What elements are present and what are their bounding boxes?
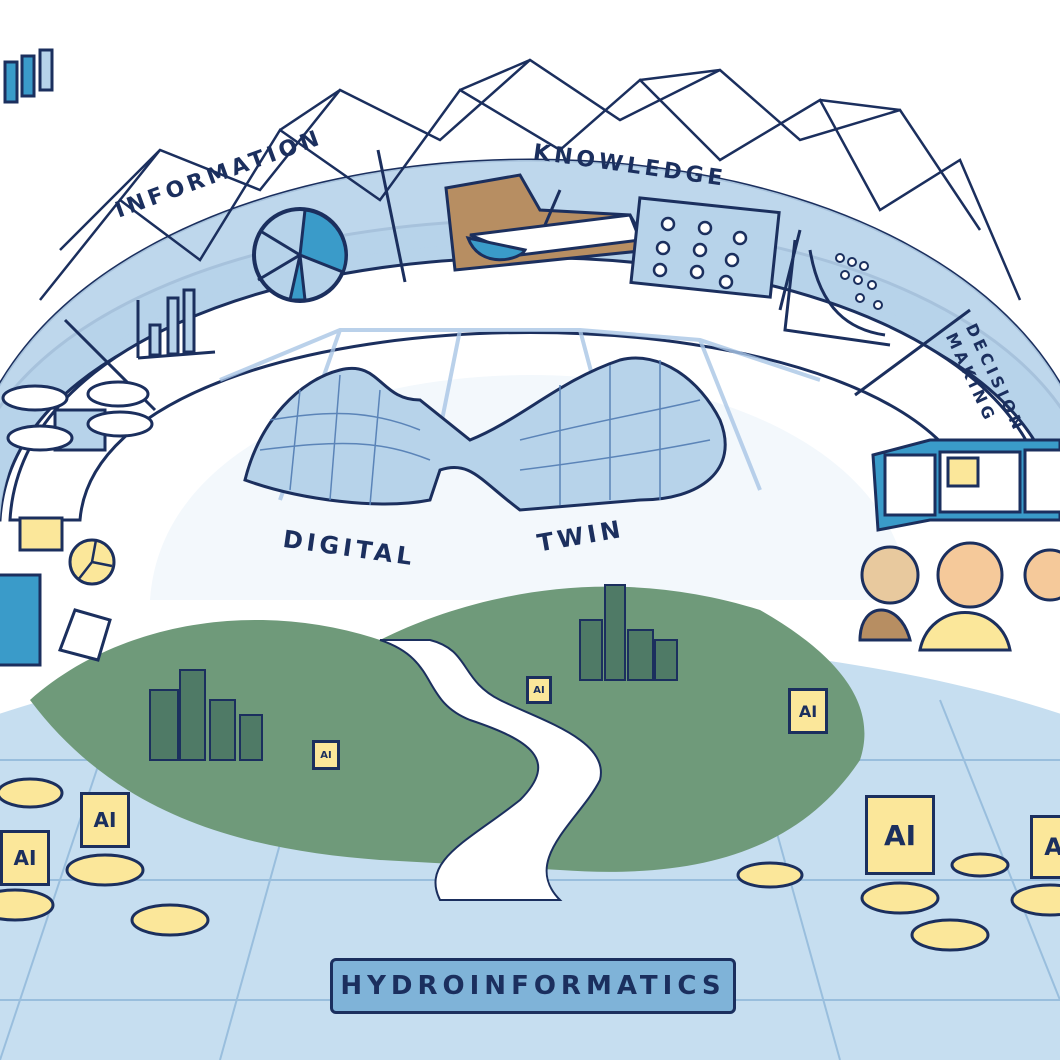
ai-sign: AI [312,740,340,770]
ai-sign: AI [788,688,828,734]
satellite-icon [3,48,54,104]
folder-icon [18,516,64,552]
ai-network-nodes [0,777,1060,952]
document-icon [58,608,112,662]
ai-sign: AI [1030,815,1060,879]
banner-text: HYDROINFORMATICS [340,971,726,1001]
ai-sign: AI [526,676,552,704]
landscape [30,584,865,901]
ai-sign: AI [865,795,935,875]
pie-chart-small-icon [68,538,116,586]
people-group [858,541,1060,652]
neural-network-icon [629,196,781,299]
bar-chart-icon [136,288,216,360]
control-room-screens [871,438,1060,532]
hydroinformatics-banner: HYDROINFORMATICS [330,958,736,1014]
database-icon [0,573,42,667]
digital-twin-mesh [243,356,727,512]
terrain-cross-section-icon [444,173,653,272]
pie-chart-icon [252,207,348,303]
scatter-plot-icon [783,239,891,347]
ai-sign: AI [0,830,50,886]
ai-sign: AI [80,792,130,848]
drone-icon [1,380,154,452]
